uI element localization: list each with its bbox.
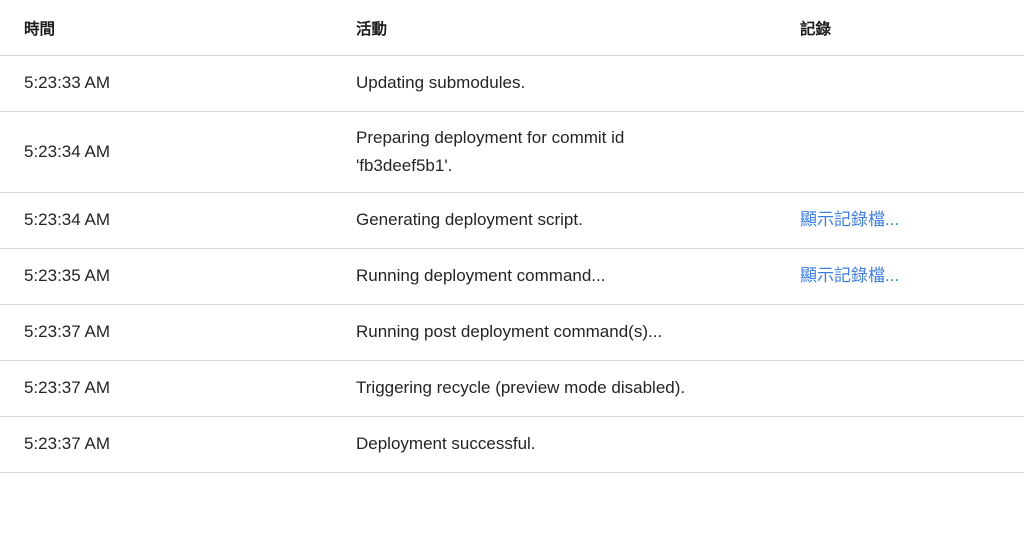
activity-line: Generating deployment script. bbox=[356, 210, 583, 229]
activity-line: Deployment successful. bbox=[356, 434, 536, 453]
cell-activity: Deployment successful. bbox=[346, 416, 788, 473]
cell-time: 5:23:34 AM bbox=[0, 192, 346, 249]
cell-log[interactable]: 顯示記錄檔... bbox=[788, 248, 1024, 305]
cell-activity: Triggering recycle (preview mode disable… bbox=[346, 360, 788, 417]
cell-activity: Preparing deployment for commit id 'fb3de… bbox=[346, 111, 788, 193]
cell-activity: Running post deployment command(s)... bbox=[346, 304, 788, 361]
show-log-link[interactable]: 顯示記錄檔... bbox=[800, 266, 900, 285]
cell-log bbox=[788, 360, 1024, 417]
cell-time: 5:23:37 AM bbox=[0, 416, 346, 473]
cell-log bbox=[788, 55, 1024, 112]
cell-time: 5:23:34 AM bbox=[0, 111, 346, 193]
table-header: 時間 活動 記錄 bbox=[0, 0, 1024, 56]
table-row: 5:23:34 AM Generating deployment script. 顯… bbox=[0, 192, 1024, 249]
table-row: 5:23:37 AM Deployment successful. bbox=[0, 416, 1024, 473]
show-log-link[interactable]: 顯示記錄檔... bbox=[800, 210, 900, 229]
cell-time: 5:23:33 AM bbox=[0, 55, 346, 112]
table-row: 5:23:37 AM Running post deployment comman… bbox=[0, 304, 1024, 361]
activity-line: Running deployment command... bbox=[356, 266, 606, 285]
cell-time: 5:23:35 AM bbox=[0, 248, 346, 305]
cell-activity: Running deployment command... bbox=[346, 248, 788, 305]
table-row: 5:23:35 AM Running deployment command... 顯… bbox=[0, 248, 1024, 305]
activity-line: Updating submodules. bbox=[356, 73, 526, 92]
table-row: 5:23:33 AM Updating submodules. bbox=[0, 55, 1024, 112]
activity-line: Preparing deployment for commit id bbox=[356, 128, 625, 147]
column-header-log: 記錄 bbox=[788, 0, 1024, 56]
activity-line: Running post deployment command(s)... bbox=[356, 322, 663, 341]
column-header-activity: 活動 bbox=[346, 0, 788, 56]
panel-bottom-spacer bbox=[0, 473, 1024, 533]
table-body: 5:23:33 AM Updating submodules. 5:23:34 AM… bbox=[0, 55, 1024, 473]
table-header-row: 時間 活動 記錄 bbox=[0, 0, 1024, 56]
cell-log bbox=[788, 416, 1024, 473]
cell-activity: Updating submodules. bbox=[346, 55, 788, 112]
activity-line: Triggering recycle (preview mode disable… bbox=[356, 378, 686, 397]
activity-line: 'fb3deef5b1'. bbox=[356, 156, 453, 175]
cell-log bbox=[788, 304, 1024, 361]
table-row: 5:23:37 AM Triggering recycle (preview mo… bbox=[0, 360, 1024, 417]
cell-log bbox=[788, 111, 1024, 193]
cell-activity: Generating deployment script. bbox=[346, 192, 788, 249]
cell-time: 5:23:37 AM bbox=[0, 360, 346, 417]
cell-time: 5:23:37 AM bbox=[0, 304, 346, 361]
column-header-time: 時間 bbox=[0, 0, 346, 56]
cell-log[interactable]: 顯示記錄檔... bbox=[788, 192, 1024, 249]
